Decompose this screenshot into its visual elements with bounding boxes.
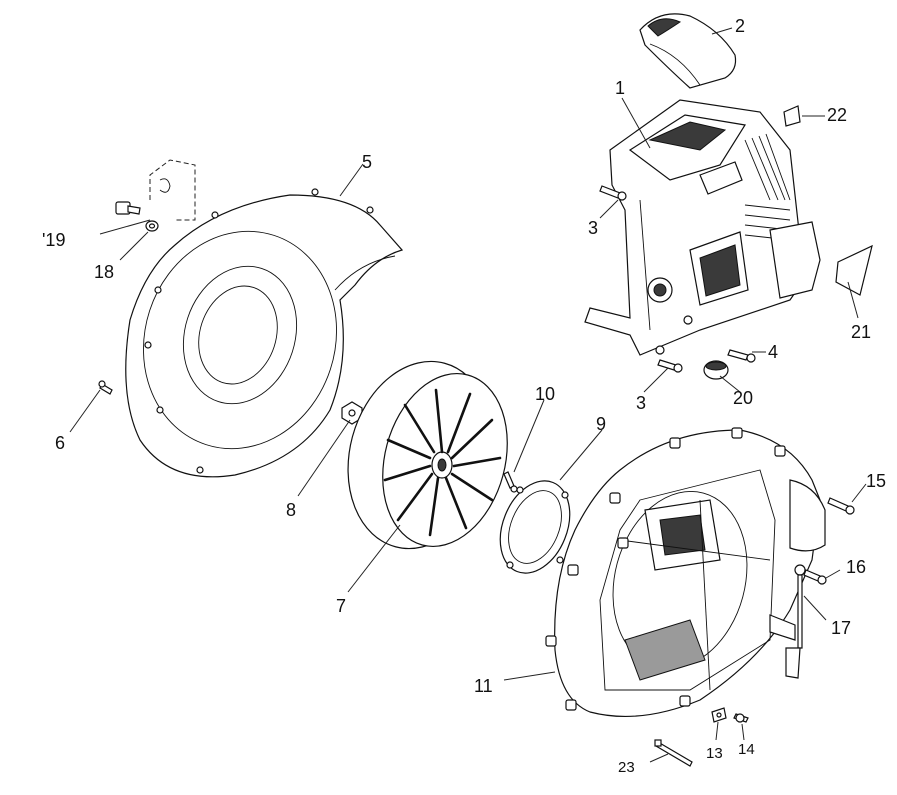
callout-19: '19 bbox=[42, 230, 65, 250]
part-4-screw bbox=[727, 349, 756, 363]
callout-4: 4 bbox=[768, 342, 778, 362]
callout-9: 9 bbox=[596, 414, 606, 434]
part-23-cable-tie bbox=[654, 739, 693, 767]
callout-2: 2 bbox=[735, 16, 745, 36]
callout-21: 21 bbox=[851, 322, 871, 342]
callout-20: 20 bbox=[733, 388, 753, 408]
part-20-grommet bbox=[703, 360, 729, 380]
part-7-fan-impeller bbox=[347, 360, 508, 550]
callout-13: 13 bbox=[706, 745, 723, 762]
part-2-handle-grip bbox=[639, 13, 737, 89]
part-1-engine-housing bbox=[584, 99, 821, 356]
callout-22: 22 bbox=[827, 105, 847, 125]
part-19-bolt bbox=[115, 201, 141, 215]
callout-17: 17 bbox=[831, 618, 851, 638]
part-16-screw bbox=[803, 569, 827, 585]
part-15-screw bbox=[827, 497, 855, 515]
part-22-sticker bbox=[783, 105, 801, 127]
callout-5: 5 bbox=[362, 152, 372, 172]
callout-18: 18 bbox=[94, 262, 114, 282]
part-18-washer bbox=[145, 220, 159, 232]
part-9-gasket-ring bbox=[499, 480, 571, 574]
callout-1: 1 bbox=[615, 78, 625, 98]
leader-lines bbox=[69, 27, 867, 763]
callout-16: 16 bbox=[846, 557, 866, 577]
part-11-rear-housing bbox=[545, 427, 826, 718]
part-17-rod bbox=[785, 564, 806, 679]
callout-23: 23 bbox=[618, 759, 635, 776]
part-5-fan-cover bbox=[125, 188, 404, 478]
part-6-screw bbox=[98, 380, 113, 395]
bracket-outline-dashed bbox=[149, 159, 196, 221]
callout-7: 7 bbox=[336, 596, 346, 616]
callout-8: 8 bbox=[286, 500, 296, 520]
callout-labels: 1 2 22 3 4 3 20 21 5 '19 18 6 8 7 10 9 1… bbox=[42, 16, 886, 776]
part-13-clip bbox=[711, 707, 727, 723]
callout-14: 14 bbox=[738, 741, 755, 758]
callout-6: 6 bbox=[55, 433, 65, 453]
part-3-screw-upper bbox=[599, 185, 627, 201]
callout-10: 10 bbox=[535, 384, 555, 404]
callout-3-upper: 3 bbox=[588, 218, 598, 238]
part-14-screw bbox=[733, 713, 749, 723]
callout-3-lower: 3 bbox=[636, 393, 646, 413]
callout-11: 11 bbox=[474, 676, 493, 696]
part-21-decal bbox=[835, 244, 873, 296]
part-10-screw bbox=[503, 471, 518, 493]
callout-15: 15 bbox=[866, 471, 886, 491]
part-3-screw-lower bbox=[657, 359, 683, 373]
